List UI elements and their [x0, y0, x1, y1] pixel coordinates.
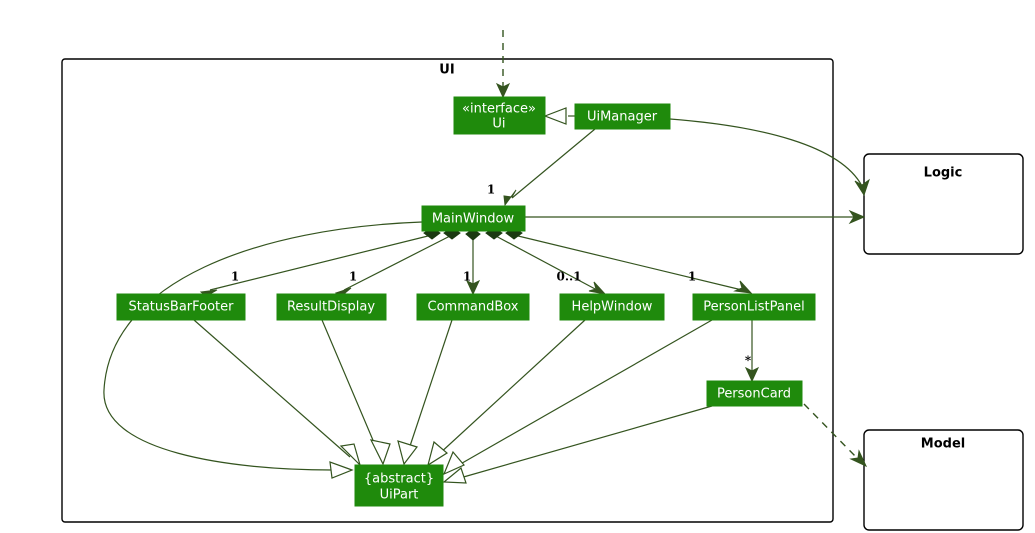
class-box-helpwindow[interactable]: HelpWindow	[559, 293, 665, 321]
class-ui-interface-stereotype: «interface»	[462, 102, 536, 117]
package-logic-label: Logic	[924, 166, 963, 181]
package-ui-label: UI	[439, 63, 454, 78]
edge-mainwindow-to-uipart	[103, 221, 423, 479]
hollow-triangle-icon	[397, 440, 418, 466]
hollow-triangle-icon	[329, 461, 354, 479]
class-uipart-stereotype: {abstract}	[364, 472, 434, 487]
class-box-resultdisplay[interactable]: ResultDisplay	[276, 293, 387, 321]
edge-uimanager-to-mainwindow	[503, 128, 596, 207]
class-box-personlistpanel[interactable]: PersonListPanel	[692, 293, 816, 321]
edge-mainwindow-to-resultdisplay-line	[343, 234, 453, 291]
edge-mainwindow-to-logic	[525, 209, 866, 225]
multiplicity-personcard: *	[745, 354, 752, 368]
open-arrow-icon	[848, 209, 866, 225]
multiplicity-commandbox: 1	[463, 270, 471, 284]
class-box-uimanager[interactable]: UiManager	[574, 103, 671, 130]
edge-helpwindow-to-uipart-line	[437, 319, 586, 456]
class-box-ui-interface-rect[interactable]	[453, 96, 546, 135]
class-box-uipart-rect[interactable]	[354, 464, 444, 507]
open-arrow-icon	[733, 280, 753, 294]
class-box-mainwindow-rect[interactable]	[421, 205, 526, 232]
package-model-rect	[863, 429, 1024, 531]
class-statusbarfooter-name: StatusBarFooter	[128, 300, 234, 315]
class-uimanager-name: UiManager	[587, 110, 658, 125]
package-ui: UI	[61, 58, 834, 523]
hollow-triangle-icon	[369, 439, 391, 466]
class-box-uipart[interactable]: {abstract} UiPart	[354, 464, 444, 507]
edge-commandbox-to-uipart-line	[407, 319, 453, 453]
class-ui-interface-name: Ui	[492, 117, 505, 132]
class-box-commandbox[interactable]: CommandBox	[416, 293, 530, 321]
hollow-triangle-icon	[543, 107, 567, 125]
class-box-statusbarfooter-rect[interactable]	[116, 293, 246, 321]
multiplicity-resultdisplay: 1	[349, 270, 357, 284]
edge-mainwindow-to-personlistpanel-line	[513, 234, 743, 291]
class-uipart-name: UiPart	[380, 488, 419, 503]
open-arrow-icon	[588, 281, 607, 295]
edge-personlistpanel-to-uipart	[442, 319, 713, 476]
open-arrow-icon	[495, 82, 511, 99]
open-arrow-icon	[854, 178, 870, 197]
class-box-resultdisplay-rect[interactable]	[276, 293, 387, 321]
class-box-personcard[interactable]: PersonCard	[706, 380, 803, 407]
edge-uimanager-to-logic	[669, 118, 870, 197]
open-arrow-icon	[465, 279, 481, 296]
multiplicity-personlistpanel: 1	[688, 270, 696, 284]
class-mainwindow-name: MainWindow	[432, 212, 515, 227]
edge-uimanager-realizes-ui	[543, 107, 575, 125]
edge-personcard-to-uipart-line	[459, 405, 713, 479]
open-arrow-icon	[744, 366, 760, 383]
edge-uimanager-to-logic-line	[669, 118, 863, 187]
edge-helpwindow-to-uipart	[427, 319, 586, 467]
multiplicity-helpwindow: 0..1	[556, 270, 581, 284]
edge-personcard-to-uipart	[442, 405, 713, 484]
class-box-personcard-rect[interactable]	[706, 380, 803, 407]
class-box-mainwindow[interactable]: MainWindow	[421, 205, 526, 232]
edge-resultdisplay-to-uipart-line	[321, 319, 379, 453]
class-box-commandbox-rect[interactable]	[416, 293, 530, 321]
open-arrow-icon	[849, 449, 868, 468]
class-box-personlistpanel-rect[interactable]	[692, 293, 816, 321]
multiplicity-statusbarfooter: 1	[231, 270, 239, 284]
edge-statusbarfooter-to-uipart-line	[193, 319, 351, 458]
edge-external-to-ui	[495, 30, 511, 99]
class-commandbox-name: CommandBox	[428, 300, 519, 315]
class-resultdisplay-name: ResultDisplay	[287, 300, 375, 315]
hollow-triangle-icon	[442, 466, 467, 484]
edge-resultdisplay-to-uipart	[321, 319, 391, 466]
hollow-triangle-icon	[339, 443, 362, 468]
edge-uimanager-to-mainwindow-line	[511, 128, 596, 199]
package-logic-rect	[863, 153, 1024, 255]
open-arrow-icon	[503, 189, 517, 207]
class-box-uimanager-rect[interactable]	[574, 103, 671, 130]
hollow-triangle-icon	[442, 450, 465, 476]
class-personlistpanel-name: PersonListPanel	[703, 300, 804, 315]
edge-mainwindow-to-uipart-line	[103, 221, 423, 471]
class-personcard-name: PersonCard	[717, 387, 791, 402]
edge-mainwindow-to-helpwindow-line	[493, 234, 598, 291]
class-box-statusbarfooter[interactable]: StatusBarFooter	[116, 293, 246, 321]
edge-commandbox-to-uipart	[397, 319, 453, 466]
package-ui-rect	[61, 58, 834, 523]
edge-personcard-to-model	[803, 403, 868, 468]
hollow-triangle-icon	[427, 440, 449, 467]
edge-personlistpanel-to-personcard	[744, 320, 760, 383]
class-box-ui-interface[interactable]: «interface» Ui	[453, 96, 546, 135]
edge-personlistpanel-to-uipart-line	[456, 319, 713, 467]
multiplicity-mainwindow: 1	[487, 183, 495, 197]
package-model-label: Model	[921, 437, 965, 452]
class-helpwindow-name: HelpWindow	[572, 300, 653, 315]
composition-diamond-icon	[465, 228, 481, 241]
package-logic: Logic	[863, 153, 1024, 255]
package-model: Model	[863, 429, 1024, 531]
edge-mainwindow-to-statusbarfooter-line	[209, 234, 433, 291]
class-box-helpwindow-rect[interactable]	[559, 293, 665, 321]
edge-mainwindow-to-commandbox	[465, 228, 481, 296]
edge-statusbarfooter-to-uipart	[193, 319, 362, 468]
